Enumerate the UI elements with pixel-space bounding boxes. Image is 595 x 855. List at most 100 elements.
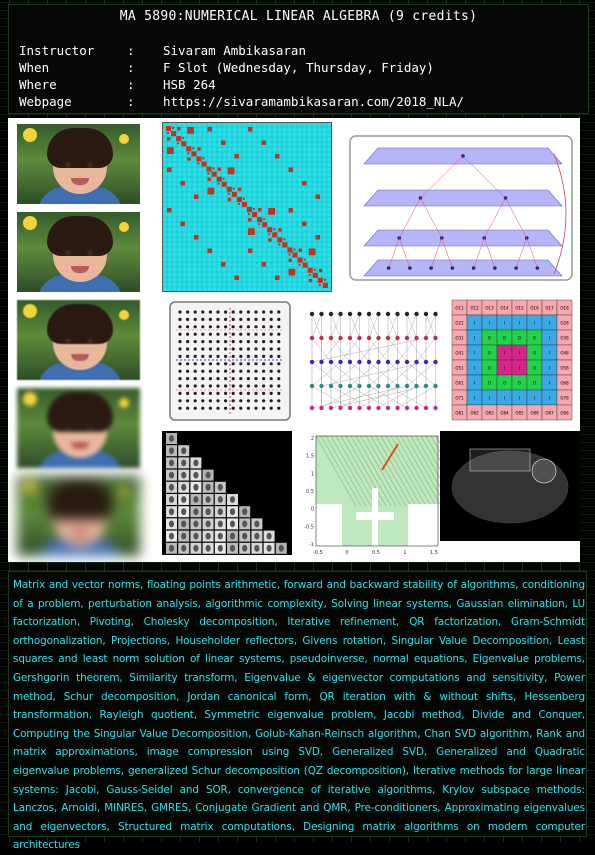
scatterer [356, 488, 394, 546]
grid-point [269, 406, 273, 410]
grid-point [224, 354, 228, 358]
grid-point [186, 377, 190, 381]
grid-point [224, 317, 228, 321]
grid-cell-label: O71 [455, 396, 464, 401]
webpage-link[interactable]: https://sivaramambikasaran.com/2018_NLA/ [163, 94, 465, 109]
grid-point [269, 340, 273, 344]
low-rank-block [221, 140, 226, 145]
low-rank-block [167, 167, 172, 172]
diagonal-block [241, 201, 247, 207]
low-rank-block [278, 243, 281, 246]
grid-point [178, 369, 182, 373]
tree-edge [420, 197, 442, 239]
tile-shape [229, 520, 236, 528]
butterfly-network-figure [306, 308, 442, 414]
grid-point [239, 391, 243, 395]
diagonal-block [201, 161, 207, 167]
tile-shape [205, 483, 211, 491]
grid-point [186, 347, 190, 351]
wave-ray [415, 435, 440, 479]
grid-point [239, 406, 243, 410]
grid-point [246, 332, 250, 336]
grid-point [216, 340, 220, 344]
network-node [433, 311, 438, 317]
grid-point [269, 369, 273, 373]
low-rank-block [212, 167, 215, 170]
network-node [423, 405, 429, 411]
grid-cell-label: O17 [545, 306, 554, 311]
low-rank-block [313, 268, 316, 271]
network-node [395, 359, 400, 365]
grid-point [231, 369, 235, 373]
network-edge [311, 361, 341, 387]
grid-point [193, 399, 197, 403]
grid-cell-label: O48 [560, 351, 569, 356]
grid-cell-label: I [474, 366, 475, 371]
network-node [376, 383, 381, 389]
grid-point [277, 340, 281, 344]
network-node [319, 335, 324, 341]
grid-cell-label: O85 [515, 411, 524, 416]
grid-point [193, 362, 197, 366]
tile-shape [217, 532, 223, 540]
diagonal-block [181, 141, 187, 147]
grid-point [262, 317, 266, 321]
tile-shape [193, 496, 199, 503]
grid-point [262, 384, 266, 388]
low-rank-block [278, 228, 282, 232]
grid-point [208, 377, 212, 381]
grid-point [277, 362, 281, 366]
low-rank-block [172, 127, 175, 129]
low-rank-block [237, 202, 240, 205]
grid-point [254, 325, 258, 329]
grid-point [246, 377, 250, 381]
grid-point [208, 362, 212, 366]
grid-point [262, 399, 266, 403]
network-node [385, 311, 391, 317]
grid-point [208, 369, 212, 373]
network-node [338, 335, 343, 341]
grid-point [201, 391, 205, 395]
grid-cell-label: O68 [560, 381, 569, 386]
level-plane [363, 189, 563, 207]
wave-ray [335, 435, 377, 507]
grid-point [254, 384, 258, 388]
network-node [338, 405, 343, 411]
grid-cell-label: I [549, 366, 550, 371]
grid-point [224, 340, 228, 344]
grid-point [269, 391, 273, 395]
grid-point [186, 317, 190, 321]
info-row-when: When : F Slot (Wednesday, Thursday, Frid… [19, 59, 464, 76]
network-node [309, 383, 315, 389]
engine-mesh-svg [451, 448, 569, 524]
x-tick-label: 0.5 [372, 550, 380, 556]
tile-shape [168, 435, 175, 442]
grid-point [231, 310, 235, 314]
wave-ray [390, 435, 432, 507]
triangular-image-matrix-figure [162, 431, 292, 555]
grid-point [239, 325, 243, 329]
diagonal-block [196, 156, 202, 162]
tile-shape [193, 508, 199, 516]
grid-cell-label: O [503, 336, 506, 341]
grid-cell-label: I [534, 396, 535, 401]
tile-shape [168, 520, 175, 528]
network-node [319, 383, 324, 389]
grid-point [178, 332, 182, 336]
grid-point [216, 354, 220, 358]
info-label: Webpage [19, 94, 72, 109]
tree-edge [420, 155, 464, 199]
diagonal-block [267, 227, 273, 233]
network-node [319, 405, 324, 411]
low-rank-block [197, 147, 201, 151]
grid-point [193, 332, 197, 336]
network-edge [340, 337, 360, 363]
network-node [433, 383, 438, 389]
network-node [423, 383, 429, 389]
wave-ray [410, 435, 440, 488]
network-node [309, 335, 315, 341]
diagonal-block [226, 186, 232, 192]
tree-edge [388, 237, 400, 269]
low-rank-block [298, 248, 302, 252]
low-rank-block [222, 177, 225, 180]
